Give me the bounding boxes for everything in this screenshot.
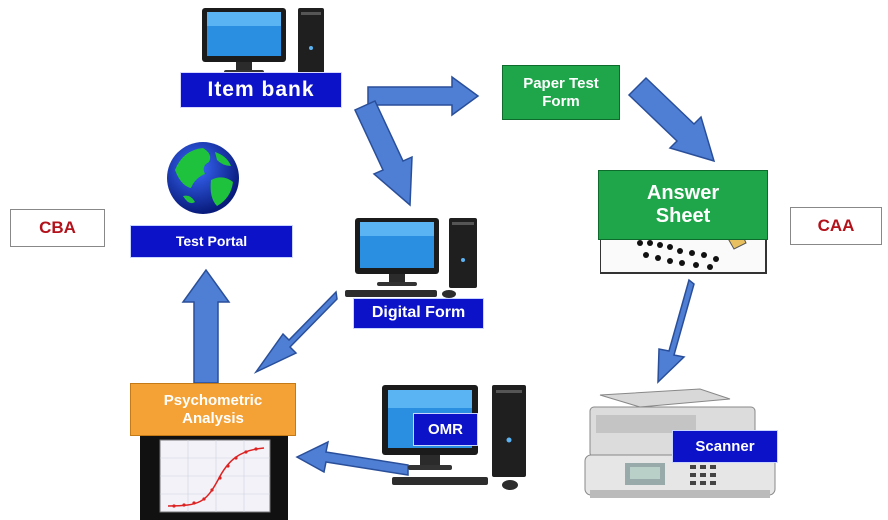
desktop-computer-icon	[202, 8, 324, 75]
curve-plot-icon	[140, 432, 288, 520]
answer-sheet-label: Answer Sheet	[598, 170, 768, 240]
cba-label: CBA	[10, 209, 105, 247]
s-curve-plot	[159, 439, 271, 513]
arrow-psychometric-to-portal	[181, 268, 231, 384]
arrow-paper-to-answersheet	[627, 76, 716, 163]
arrow-omr-to-psychometric	[295, 440, 409, 476]
omr-label: OMR	[413, 413, 478, 446]
test-portal-label: Test Portal	[130, 225, 293, 258]
arrow-digitalform-to-psychometric	[253, 290, 338, 374]
caa-label: CAA	[790, 207, 882, 245]
arrow-answersheet-to-scanner	[657, 278, 695, 384]
psychometric-analysis-label: Psychometric Analysis	[130, 383, 296, 436]
globe-icon	[167, 142, 239, 214]
desktop-computer-icon	[345, 218, 477, 298]
paper-test-form-label: Paper Test Form	[502, 65, 620, 120]
arrow-itembank-to-paper	[367, 75, 480, 117]
item-bank-label: Item bank	[180, 72, 342, 108]
scanner-label: Scanner	[672, 430, 778, 463]
digital-form-label: Digital Form	[353, 298, 484, 329]
arrow-itembank-to-digitalform	[353, 100, 413, 207]
